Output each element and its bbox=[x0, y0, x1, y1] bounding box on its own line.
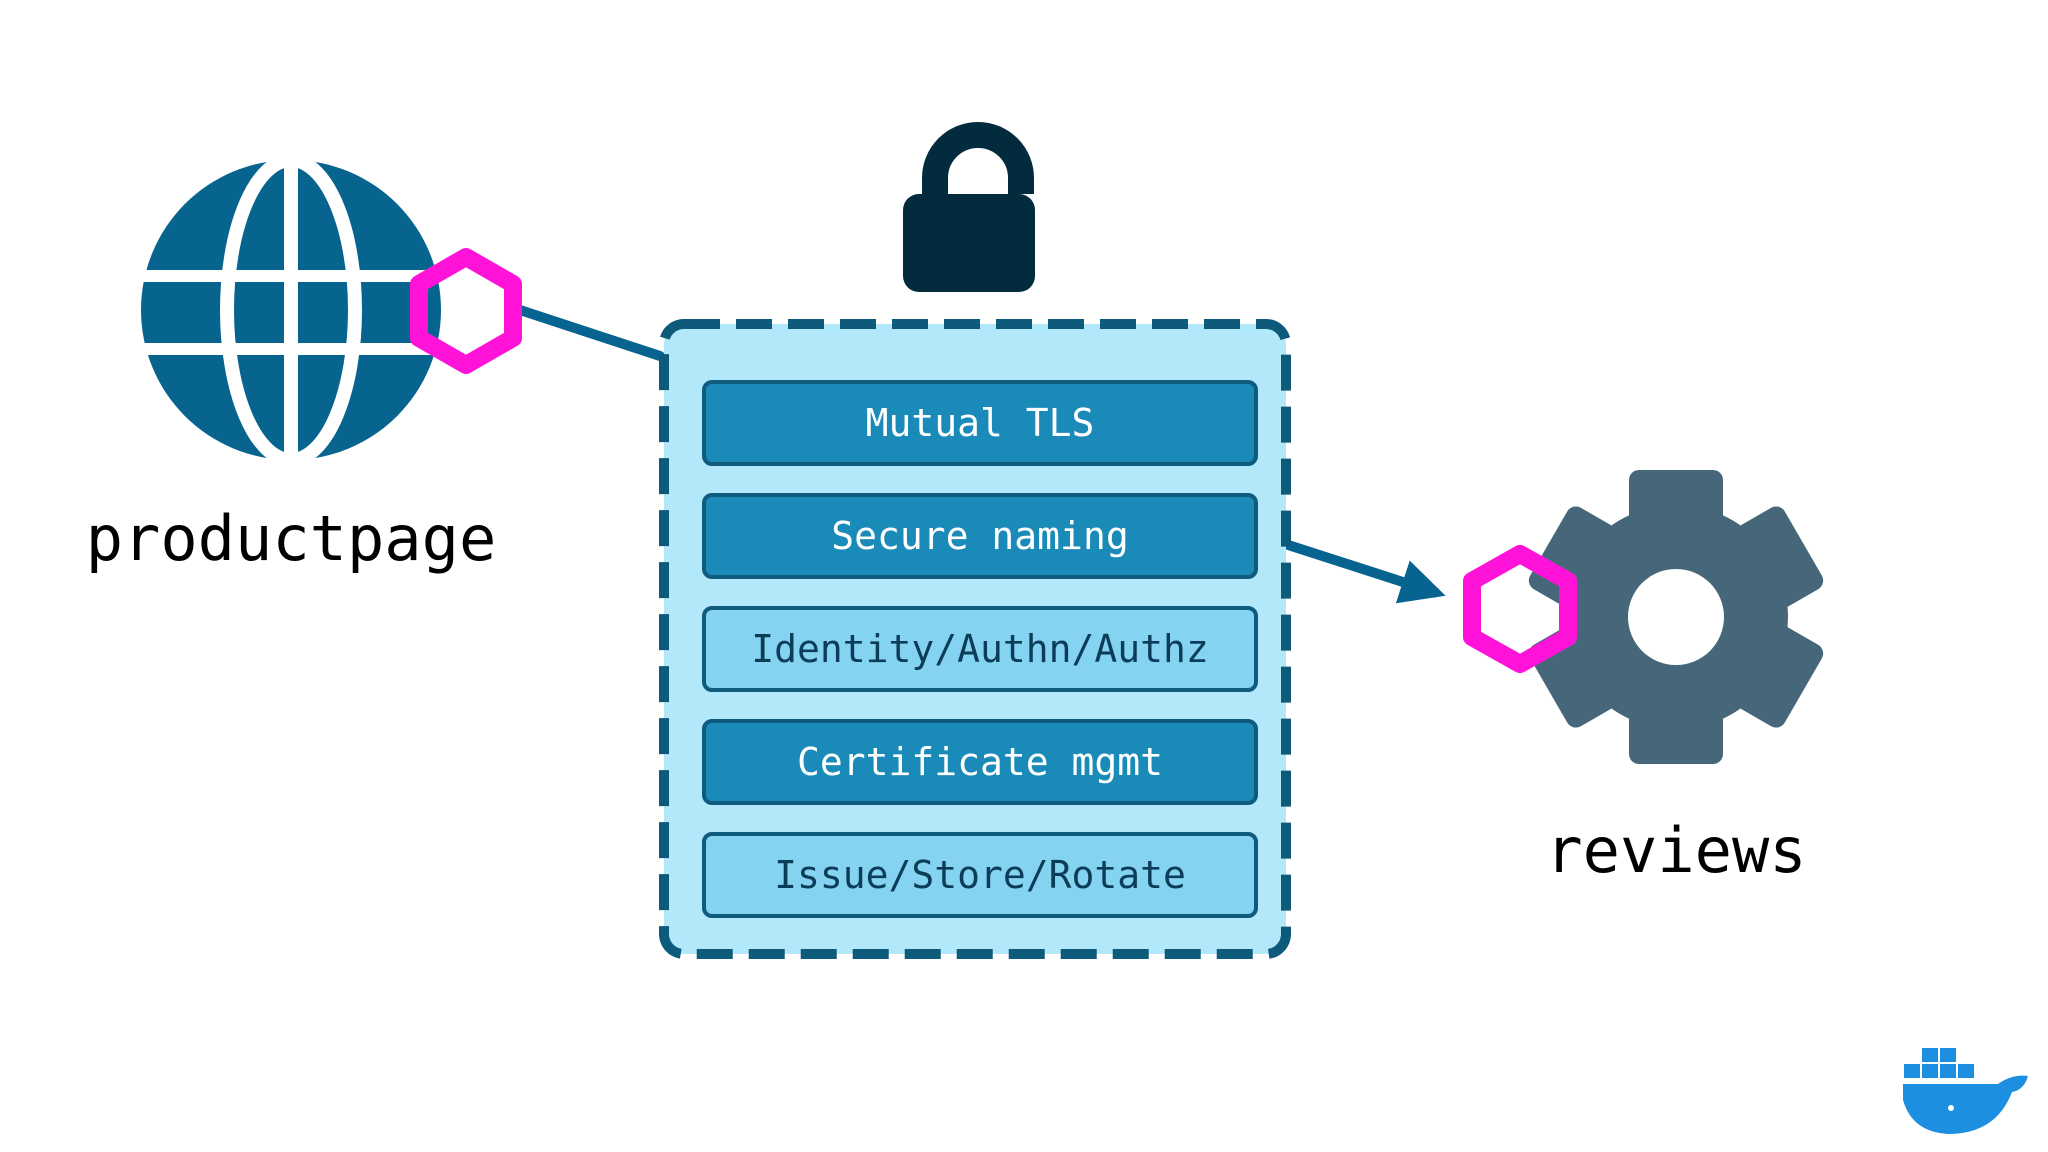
layer-box bbox=[702, 832, 1258, 918]
layer-label: Identity/Authn/Authz bbox=[751, 627, 1209, 671]
layer-box bbox=[702, 606, 1258, 692]
gear-icon bbox=[1528, 470, 1824, 764]
layer-label: Mutual TLS bbox=[866, 401, 1095, 445]
hexagon-icon bbox=[410, 248, 522, 374]
lock-icon bbox=[903, 122, 1035, 292]
connector-arrow-target bbox=[1280, 538, 1446, 604]
security-layers: Mutual TLS Secure namingIdentity/Authn/Au… bbox=[702, 380, 1258, 918]
node-label-productpage: productpage bbox=[86, 502, 497, 575]
layer-label: Issue/Store/Rotate bbox=[774, 853, 1186, 897]
globe-icon bbox=[140, 153, 442, 467]
node-label-reviews: reviews bbox=[1545, 814, 1806, 887]
layer-box bbox=[702, 719, 1258, 805]
layer-label: Secure naming bbox=[831, 514, 1128, 558]
layer-box bbox=[702, 380, 1258, 466]
layer-label: Certificate mgmt bbox=[797, 740, 1163, 784]
layer-box bbox=[702, 493, 1258, 579]
docker-whale-icon bbox=[1903, 1048, 2028, 1134]
connector-line-source bbox=[515, 305, 665, 361]
hexagon-icon bbox=[1463, 545, 1577, 673]
